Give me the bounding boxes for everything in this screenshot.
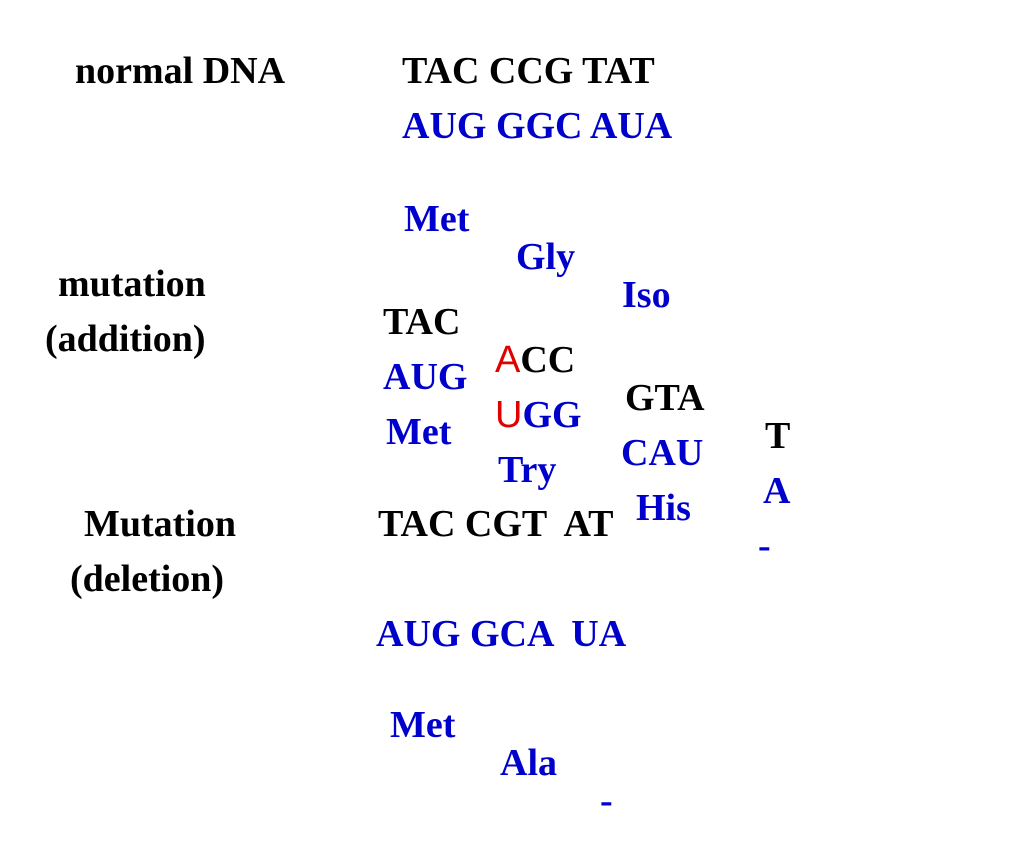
deletion-label-line2: (deletion)	[70, 558, 225, 600]
addition-aa-4: -	[758, 525, 771, 567]
addition-label-line1: mutation	[58, 263, 206, 305]
addition-aa-3: His	[636, 487, 691, 529]
addition-rna-inserted-base: U	[495, 394, 523, 436]
normal-dna-sequence: TAC CCG TAT	[402, 50, 655, 92]
normal-aa-3: Iso	[622, 274, 671, 316]
addition-rna-codon-1: AUG	[383, 356, 468, 398]
deletion-aa-1: Met	[390, 704, 456, 746]
addition-aa-2: Try	[498, 449, 557, 491]
addition-dna-inserted-base: A	[495, 339, 521, 381]
deletion-rna-sequence: AUG GCA UA	[376, 613, 627, 655]
addition-dna-codon-4: T	[765, 415, 791, 457]
addition-dna-codon-1: TAC	[383, 301, 461, 343]
normal-rna-sequence: AUG GGC AUA	[402, 105, 673, 147]
normal-dna-label: normal DNA	[75, 50, 286, 92]
deletion-aa-3: -	[600, 780, 613, 822]
addition-dna-codon-3: GTA	[625, 377, 705, 419]
addition-aa-1: Met	[386, 411, 452, 453]
addition-dna-codon-2-rest: CC	[520, 339, 576, 381]
normal-protein-row: Met Gly Iso	[404, 162, 704, 314]
slide: normal DNA TAC CCG TAT AUG GGC AUA Met G…	[45, 50, 806, 820]
addition-rna-codon-2-rest: GG	[522, 394, 582, 436]
addition-protein-row: Met Try His -	[386, 375, 806, 565]
addition-rna-codon-4: A	[763, 470, 791, 512]
deletion-label-line1: Mutation	[84, 503, 236, 545]
addition-rna-codon-2: UGG	[495, 396, 582, 434]
addition-rna-row: AUG UGG CAU A	[383, 320, 803, 510]
addition-dna-codon-2: ACC	[495, 341, 575, 379]
normal-aa-2: Gly	[516, 236, 576, 278]
addition-rna-codon-3: CAU	[621, 432, 704, 474]
deletion-protein-row: Met Ala -	[390, 668, 690, 820]
normal-aa-1: Met	[404, 198, 470, 240]
addition-label-line2: (addition)	[45, 318, 206, 360]
deletion-dna-sequence: TAC CGT AT	[378, 503, 614, 545]
deletion-aa-2: Ala	[500, 742, 557, 784]
addition-dna-row: TAC ACC GTA T	[383, 265, 803, 455]
